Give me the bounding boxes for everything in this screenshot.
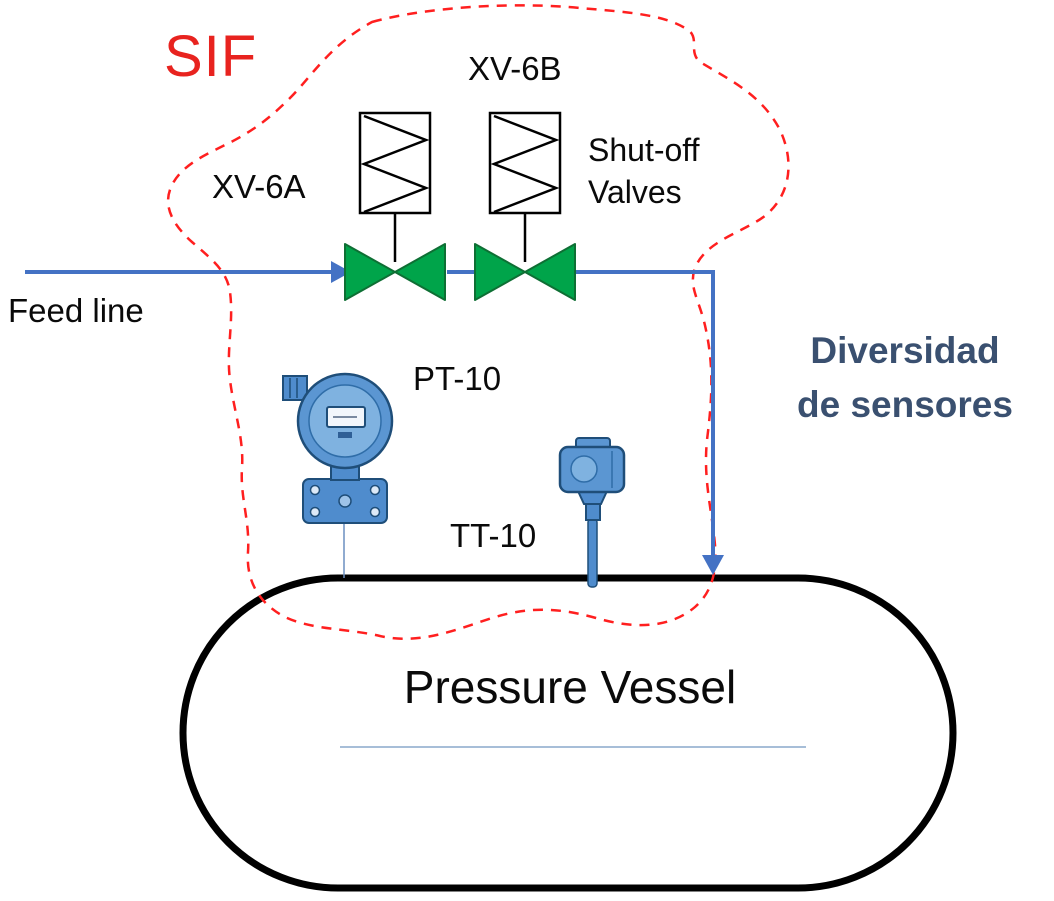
valve-xv6a-left-wedge <box>344 243 396 301</box>
pt10-label: PT-10 <box>413 360 502 397</box>
pipe-arrow-right-icon <box>331 261 351 283</box>
valve-xv6b-right-wedge <box>524 243 576 301</box>
pressure-vessel-label: Pressure Vessel <box>403 661 737 713</box>
pt10-button-slot <box>338 432 352 438</box>
valve-xv6b-spring-icon <box>490 114 560 214</box>
valve-xv6b-actuator-box <box>488 111 562 215</box>
pt10-bolt <box>309 484 321 496</box>
valve-xv6a-symbol <box>344 111 446 301</box>
shutoff-valves-label-line2: Valves <box>588 173 682 210</box>
pt10-bolt <box>369 506 381 518</box>
sensor-diversity-label-line1: Diversidad <box>810 330 1000 371</box>
pressure-vessel-shape <box>179 574 957 892</box>
shutoff-valves-label: Shut-off Valves <box>588 130 748 213</box>
feed-line-pipe <box>25 270 715 556</box>
vessel-outline-shape <box>179 574 957 892</box>
valve-xv6b-symbol <box>474 111 576 301</box>
pipe-outlet-segment <box>573 270 715 556</box>
pt10-center-port <box>338 494 352 508</box>
shutoff-valves-label-line1: Shut-off <box>588 132 700 168</box>
sensor-diversity-label-line2: de sensores <box>797 383 1013 425</box>
valve-xv6a-right-wedge <box>394 243 446 301</box>
pt10-conduit-block <box>282 375 308 401</box>
pressure-transmitter-pt10-icon <box>282 372 394 578</box>
valve-xv6b-left-wedge <box>474 243 526 301</box>
pt10-bolt <box>309 506 321 518</box>
sensor-diversity-label: Diversidad de sensores <box>768 324 1042 431</box>
valve-xv6a-label: XV-6A <box>212 168 306 205</box>
tt10-label: TT-10 <box>450 517 537 554</box>
valve-xv6b-label: XV-6B <box>468 50 562 87</box>
tt10-head-face <box>570 455 598 483</box>
feed-line-label: Feed line <box>8 292 144 329</box>
tt10-thermowell-probe <box>587 518 598 588</box>
pipe-arrow-down-icon <box>702 555 724 575</box>
tt10-neck <box>585 502 601 521</box>
sif-title-label: SIF <box>164 24 258 89</box>
valve-xv6a-spring-icon <box>360 114 430 214</box>
sif-boundary-dashed-outline <box>166 4 790 640</box>
temperature-transmitter-tt10-icon <box>558 437 626 588</box>
pt10-bolt <box>369 484 381 496</box>
valve-xv6a-actuator-box <box>358 111 432 215</box>
